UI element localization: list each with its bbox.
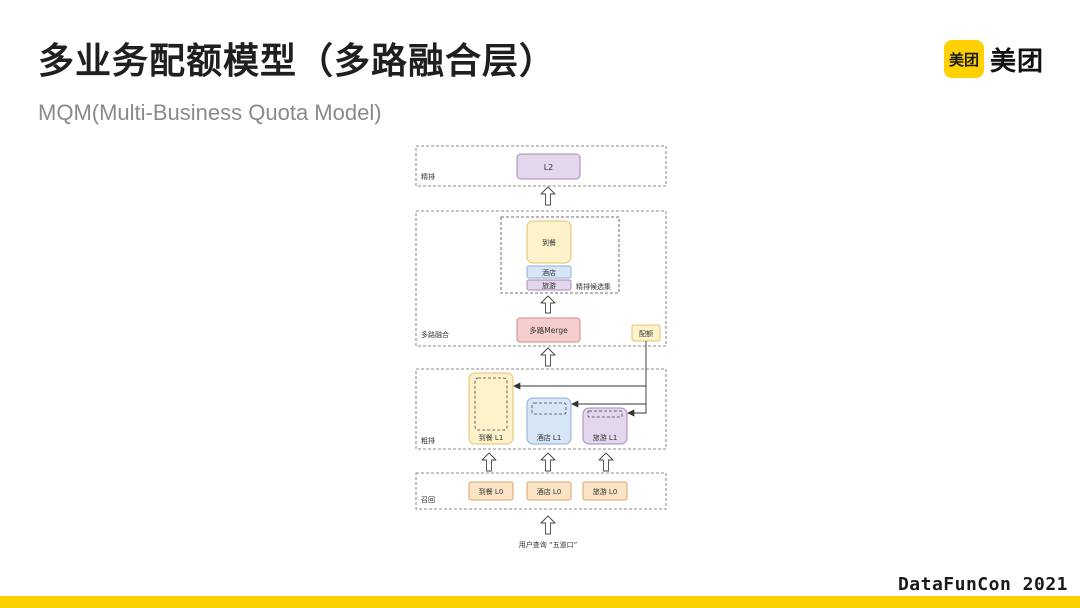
node-l2 xyxy=(516,153,581,180)
node-merge xyxy=(516,317,581,343)
arrow-up-icon xyxy=(540,186,556,206)
dining-l1-quota-slot xyxy=(474,377,508,431)
section-recall-label: 召回 xyxy=(421,496,435,504)
candidate-set-label: 精排候选集 xyxy=(576,282,611,291)
node-dining-l1-label: 到餐 L1 xyxy=(479,433,504,442)
quota-connector-dining xyxy=(513,341,647,390)
section-fine-rank xyxy=(415,145,667,187)
node-l2-label: L2 xyxy=(544,163,554,172)
node-hotel-l0 xyxy=(526,481,572,501)
arrow-up-icon xyxy=(540,295,556,314)
node-dining-l0 xyxy=(468,481,514,501)
node-travel-label: 旅游 xyxy=(542,281,556,290)
arrow-up-icon xyxy=(540,452,556,472)
node-dining-label: 到餐 xyxy=(542,238,556,247)
section-recall xyxy=(415,472,667,510)
section-coarse-rank-label: 粗排 xyxy=(421,436,435,445)
quota-connector-hotel xyxy=(571,386,647,408)
quota-connector-travel xyxy=(627,404,647,417)
slide-subtitle: MQM(Multi-Business Quota Model) xyxy=(38,100,382,125)
node-dining xyxy=(526,220,572,264)
arrow-up-icon xyxy=(540,347,556,367)
arrow-up-icon xyxy=(481,452,497,472)
travel-l1-quota-slot xyxy=(587,410,623,418)
candidate-set-box xyxy=(500,216,620,294)
logo-text: 美团 xyxy=(990,46,1045,77)
node-travel-l0 xyxy=(582,481,628,501)
footer-bar xyxy=(0,596,1080,608)
node-dining-l1 xyxy=(468,372,514,445)
section-fusion xyxy=(415,210,667,347)
node-merge-label: 多路Merge xyxy=(529,325,568,335)
node-travel xyxy=(526,279,572,291)
arrow-up-icon xyxy=(540,515,556,535)
meituan-logo: 美团 美团 xyxy=(944,40,1044,78)
arrow-up-icon xyxy=(598,452,614,472)
node-hotel xyxy=(526,265,572,279)
section-coarse-rank xyxy=(415,368,667,450)
section-fusion-label: 多路融合 xyxy=(421,330,449,339)
node-travel-l1-label: 旅游 L1 xyxy=(593,433,618,442)
node-hotel-label: 酒店 xyxy=(542,268,556,277)
user-query-label: 用户查询 “五道口” xyxy=(519,540,577,549)
slide-title: 多业务配额模型（多路融合层） xyxy=(38,41,557,82)
section-fine-rank-label: 精排 xyxy=(421,172,435,181)
node-dining-l0-label: 到餐 L0 xyxy=(479,487,504,496)
node-travel-l0-label: 旅游 L0 xyxy=(593,487,618,496)
node-hotel-l0-label: 酒店 L0 xyxy=(537,487,562,496)
node-hotel-l1 xyxy=(526,397,572,445)
node-quota-label: 配额 xyxy=(639,329,653,338)
node-hotel-l1-label: 酒店 L1 xyxy=(537,433,562,442)
hotel-l1-quota-slot xyxy=(531,402,567,415)
logo-badge: 美团 xyxy=(944,40,984,78)
footer-brand: DataFunCon 2021 xyxy=(897,574,1068,595)
